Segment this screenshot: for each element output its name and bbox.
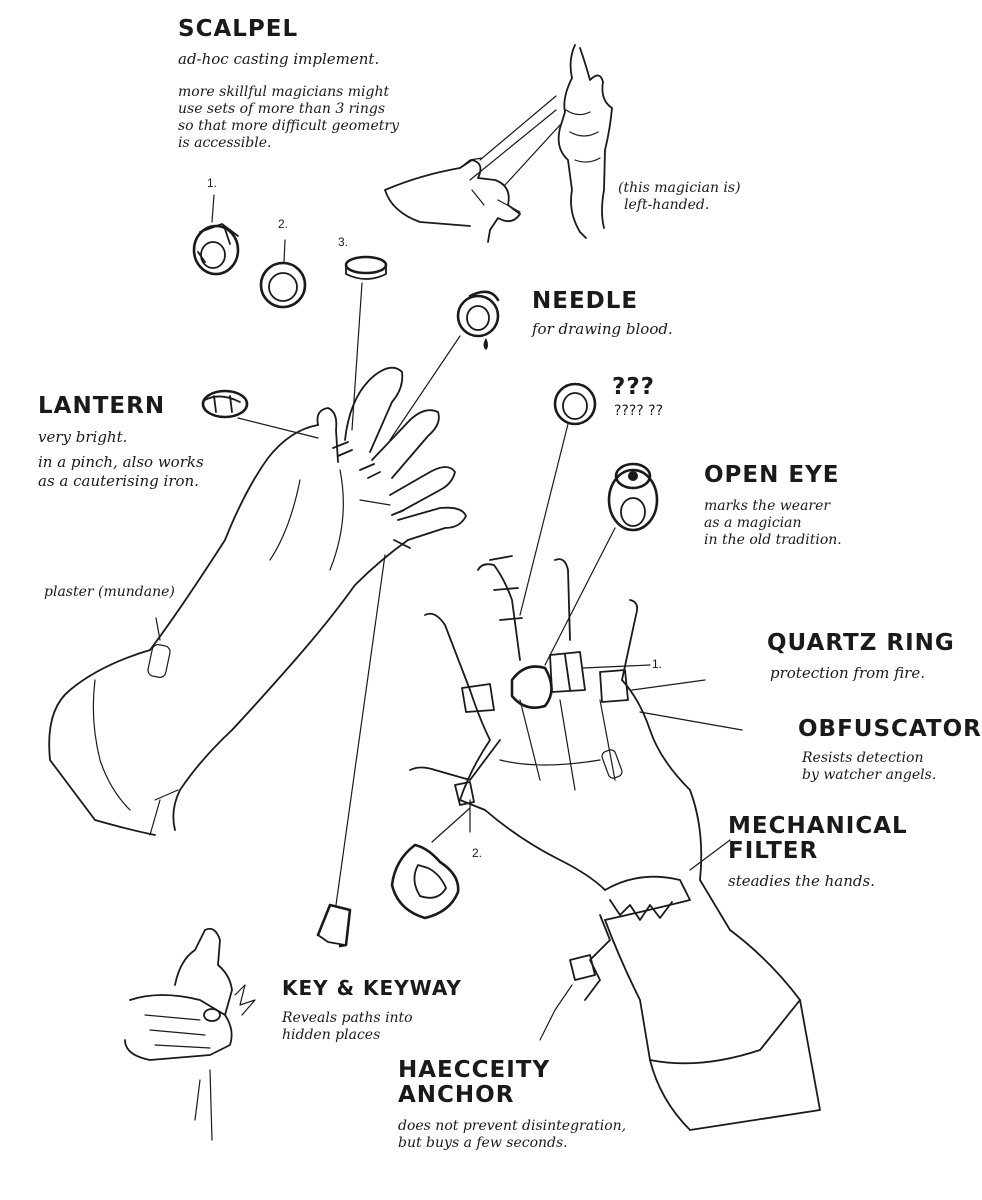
open-eye-title: OPEN EYE xyxy=(704,462,840,488)
scalpel-title: SCALPEL xyxy=(178,16,299,42)
haecceity-anchor-description-line: does not prevent disintegration, xyxy=(398,1118,627,1134)
lantern-description: very bright. in a pinch, also works as a… xyxy=(38,428,204,491)
key-keyway-description-line: hidden places xyxy=(282,1027,381,1043)
obfuscator-title: OBFUSCATOR xyxy=(798,716,982,742)
needle-title: NEEDLE xyxy=(532,288,639,314)
left-handed-note-line: (this magician is) xyxy=(618,180,741,196)
scalpel-note-line: more skillful magicians might xyxy=(178,84,390,100)
scalpel-note: more skillful magicians might use sets o… xyxy=(178,84,399,152)
haecceity-anchor-description-line: but buys a few seconds. xyxy=(398,1135,568,1151)
haecceity-anchor-title-line: HAECCEITY xyxy=(398,1057,551,1083)
key-keyway-title: KEY & KEYWAY xyxy=(282,976,462,1000)
hand-ring-number-2: 2. xyxy=(472,846,483,860)
haecceity-anchor-title-line: ANCHOR xyxy=(398,1082,515,1108)
lantern-description-line: very bright. xyxy=(38,428,128,446)
scalpel-ring-2-illustration xyxy=(259,239,307,309)
ring-number-2: 2. xyxy=(278,217,289,231)
scalpel-subtitle: ad-hoc casting implement. xyxy=(178,50,380,68)
needle-description: for drawing blood. xyxy=(532,320,673,338)
scalpel-ring-1-illustration xyxy=(192,194,240,276)
mechanical-filter-description: steadies the hands. xyxy=(728,872,875,890)
open-eye-description-line: in the old tradition. xyxy=(704,532,842,548)
key-ring-illustration xyxy=(316,554,386,948)
lantern-title: LANTERN xyxy=(38,393,166,419)
unknown-ring-illustration xyxy=(519,382,597,616)
unknown-ring-description: ???? ?? xyxy=(614,403,664,419)
needle-ring-illustration xyxy=(389,290,500,441)
ring-number-1: 1. xyxy=(207,176,218,190)
plaster-label: plaster (mundane) xyxy=(44,584,175,600)
right-hand-sketch xyxy=(409,555,821,1131)
haecceity-anchor-title: HAECCEITY ANCHOR xyxy=(398,1058,550,1108)
quartz-ring-title: QUARTZ RING xyxy=(767,630,955,656)
mechanical-filter-title-line: MECHANICAL xyxy=(728,813,908,839)
lantern-description-line: as a cauterising iron. xyxy=(38,472,199,490)
scalpel-ring-3-illustration xyxy=(344,255,388,431)
key-keyway-description-line: Reveals paths into xyxy=(282,1010,413,1026)
scalpel-note-line: use sets of more than 3 rings xyxy=(178,101,386,117)
keyway-hand-sketch xyxy=(124,927,256,1141)
unknown-ring-title: ??? xyxy=(612,374,656,400)
lantern-ring-illustration xyxy=(201,389,319,439)
left-handed-note-line: left-handed. xyxy=(624,197,710,213)
open-eye-description-line: marks the wearer xyxy=(704,498,831,514)
open-eye-description: marks the wearer as a magician in the ol… xyxy=(704,498,842,549)
obfuscator-description-line: Resists detection xyxy=(802,750,924,766)
ring-number-3: 3. xyxy=(338,235,349,249)
hand-ring-number-1: 1. xyxy=(652,657,663,671)
ring-2-heart-illustration xyxy=(390,807,471,920)
key-keyway-description: Reveals paths into hidden places xyxy=(282,1010,413,1044)
scalpel-note-line: is accessible. xyxy=(178,135,272,151)
open-eye-description-line: as a magician xyxy=(704,515,802,531)
quartz-ring-description: protection from fire. xyxy=(770,664,925,682)
lantern-description-line: in a pinch, also works xyxy=(38,453,204,471)
open-eye-ring-illustration xyxy=(544,462,659,666)
mechanical-filter-title-line: FILTER xyxy=(728,838,819,864)
obfuscator-description: Resists detection by watcher angels. xyxy=(802,750,936,784)
left-handed-note: (this magician is) left-handed. xyxy=(618,180,741,214)
obfuscator-description-line: by watcher angels. xyxy=(802,767,937,783)
haecceity-anchor-description: does not prevent disintegration, but buy… xyxy=(398,1118,626,1152)
casting-hand-sketch xyxy=(384,44,613,243)
scalpel-note-line: so that more difficult geometry xyxy=(178,118,399,134)
mechanical-filter-title: MECHANICAL FILTER xyxy=(728,814,908,864)
left-arm-sketch xyxy=(48,366,467,836)
